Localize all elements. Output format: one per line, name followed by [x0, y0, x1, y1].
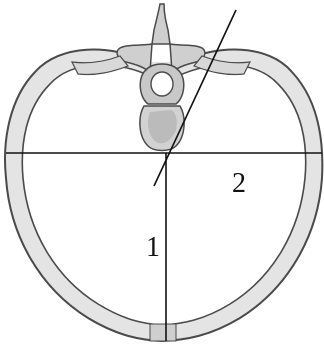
spinous-process [152, 4, 170, 44]
sternum [150, 324, 176, 341]
line-2-label: 2 [232, 168, 246, 199]
vertebral-foramen [151, 72, 173, 96]
line-1-label: 1 [146, 232, 160, 263]
